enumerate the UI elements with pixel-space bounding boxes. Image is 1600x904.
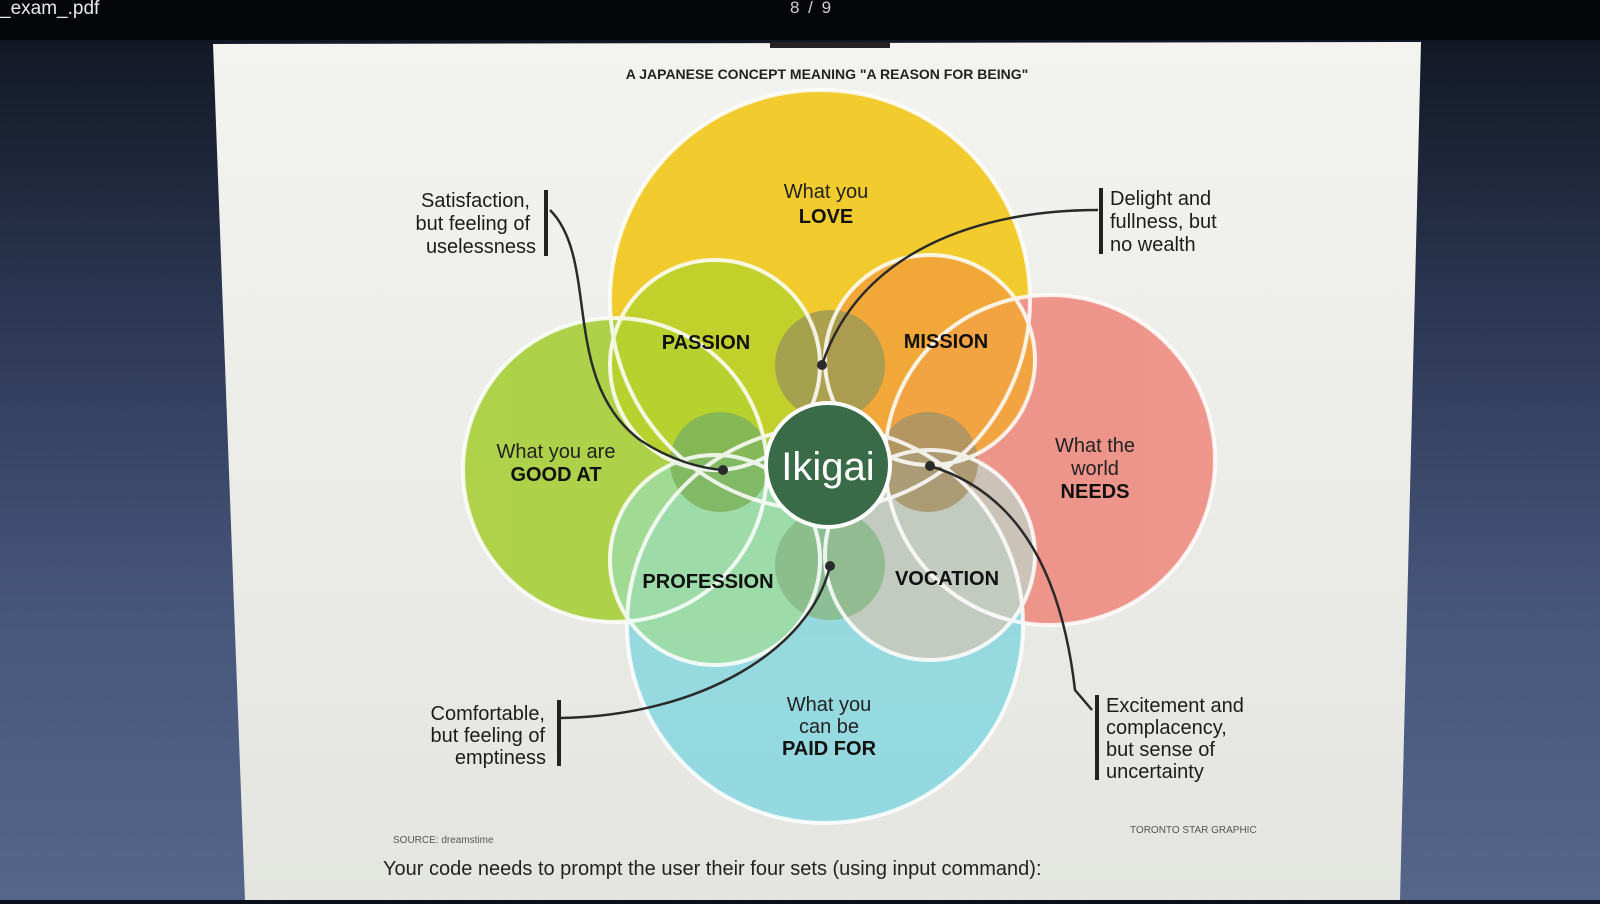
callout-line-top-left <box>549 209 723 472</box>
love-label-line1: What you <box>784 181 868 203</box>
love-label-line2: LOVE <box>799 206 853 228</box>
profession-label: PROFESSION <box>642 571 773 593</box>
cropped-title-fragment <box>770 42 890 48</box>
good-at-label-line1: What you are <box>497 441 616 463</box>
callout-bottom-left-line1: Comfortable, <box>431 703 546 725</box>
ikigai-label: Ikigai <box>781 445 874 489</box>
mission-label: MISSION <box>904 331 988 353</box>
callout-bottom-right-line2: complacency, <box>1106 717 1227 739</box>
needs-label-line2: world <box>1070 458 1119 480</box>
ikigai-center <box>764 401 892 529</box>
subtitle: A JAPANESE CONCEPT MEANING "A REASON FOR… <box>626 66 1028 82</box>
vocation-label: VOCATION <box>895 568 999 590</box>
graphic-credit: TORONTO STAR GRAPHIC <box>1130 825 1257 836</box>
paid-for-label-line2: can be <box>799 716 859 738</box>
callout-top-left-line1: Satisfaction, <box>421 190 530 212</box>
paid-for-label-line1: What you <box>787 694 871 716</box>
paid-for-label-line3: PAID FOR <box>782 738 877 760</box>
callout-top-right-line1: Delight and <box>1110 188 1211 210</box>
callout-dot-top-right <box>817 360 827 370</box>
passion-region <box>610 260 820 470</box>
callout-bottom-right-line4: uncertainty <box>1106 761 1204 783</box>
callout-line-bottom-left <box>559 565 832 720</box>
callout-bottom-left-line2: but feeling of <box>430 725 545 747</box>
passion-label: PASSION <box>662 332 751 354</box>
callout-bottom-right-line1: Excitement and <box>1106 695 1244 717</box>
document-filename: _exam_.pdf <box>0 0 100 19</box>
callout-dot-bottom-right <box>925 461 935 471</box>
good-at-overlap-region <box>670 412 770 512</box>
callout-bottom-right-line3: but sense of <box>1106 739 1215 761</box>
callout-top-left-line3: uselessness <box>426 236 536 258</box>
good-at-label-line2: GOOD AT <box>510 464 601 486</box>
page-indicator: 8 / 9 <box>790 0 834 17</box>
needs-label-line1: What the <box>1055 435 1135 457</box>
callout-top-left-line2: but feeling of <box>415 213 530 235</box>
callout-dot-top-left <box>718 465 728 475</box>
callout-line-top-right <box>820 208 1099 366</box>
source-note: SOURCE: dreamstime <box>393 835 494 846</box>
callout-top-right-line3: no wealth <box>1110 234 1196 256</box>
callout-dot-bottom-left <box>825 561 835 571</box>
needs-label-line3: NEEDS <box>1061 481 1130 503</box>
instruction-text: Your code needs to prompt the user their… <box>383 858 1042 880</box>
callout-line-bottom-right <box>929 464 1093 711</box>
callout-bottom-left-line3: emptiness <box>455 747 546 769</box>
love-overlap-region <box>775 310 885 420</box>
viewer-toolbar: _exam_.pdf 8 / 9 <box>0 0 1600 40</box>
callout-top-right-line2: fullness, but <box>1110 211 1217 233</box>
